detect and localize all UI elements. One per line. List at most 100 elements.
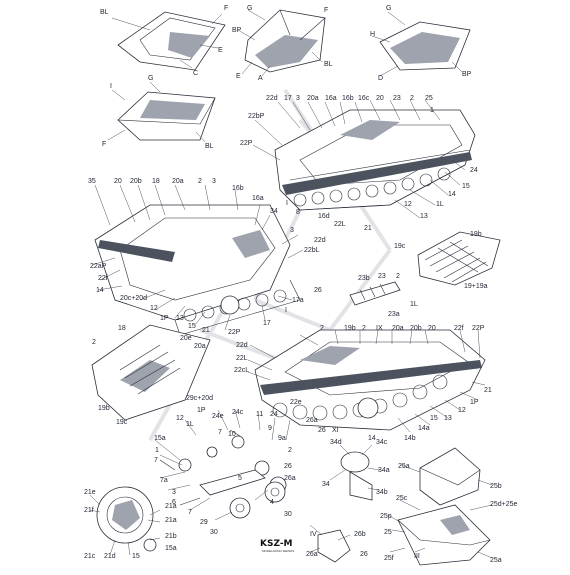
fuel-tank-bottom	[397, 504, 491, 566]
callout-label: 26a	[284, 475, 296, 482]
callout-label: 22d	[236, 342, 248, 349]
callout-label: 23a	[388, 311, 400, 318]
callout-labels: BL F E C G F BP E A BL G H D BP I G F BL…	[84, 5, 518, 564]
tank-assembly-upper-right	[274, 109, 476, 211]
callout-label: 21f	[84, 507, 94, 514]
logo-text: KSZ-M	[260, 539, 293, 549]
callout-label: 6	[172, 499, 176, 506]
callout-label: E	[218, 47, 223, 54]
callout-label: 7	[218, 429, 222, 436]
callout-label: 35	[88, 178, 96, 185]
callout-label: 1L	[410, 301, 418, 308]
callout-label: 13	[444, 415, 452, 422]
callout-label: 3	[212, 178, 216, 185]
callout-label: 21a	[165, 517, 177, 524]
callout-label: E	[236, 73, 241, 80]
callout-label: C	[193, 70, 198, 77]
callout-label: 26	[284, 463, 292, 470]
callout-label: 16b	[232, 185, 244, 192]
callout-label: 11	[256, 411, 263, 418]
callout-label: 16b	[342, 95, 354, 102]
callout-label: 21b	[165, 533, 177, 540]
callout-label: 15a	[154, 435, 166, 442]
callout-label: F	[102, 141, 106, 148]
callout-label: 20	[114, 178, 122, 185]
callout-label: 20a	[172, 178, 184, 185]
callout-label: 22cL	[234, 367, 249, 374]
callout-label: 24	[470, 167, 478, 174]
panel-part-top-right	[371, 11, 471, 77]
callout-label: 34	[322, 481, 330, 488]
callout-label: 9	[268, 425, 272, 432]
callout-label: 3	[290, 227, 294, 234]
callout-label: 14	[96, 287, 104, 294]
callout-label: 18	[118, 325, 126, 332]
callout-label: 21	[484, 387, 492, 394]
callout-label: F	[324, 7, 328, 14]
callout-label: I	[110, 83, 112, 90]
callout-label: 12	[458, 407, 466, 414]
callout-label: G	[148, 75, 153, 82]
callout-label: 25	[425, 95, 433, 102]
callout-label: 26a	[306, 551, 318, 558]
callout-label: 26	[314, 287, 322, 294]
callout-label: 24	[270, 411, 278, 418]
callout-label: 22f	[98, 275, 108, 282]
callout-label: 14b	[404, 435, 416, 442]
callout-label: 7	[188, 509, 192, 516]
callout-label: 17a	[292, 297, 304, 304]
bracket-26-bottom	[317, 529, 351, 563]
callout-label: 29	[200, 519, 208, 526]
callout-label: 16d	[318, 213, 330, 220]
callout-label: 1P	[160, 315, 169, 322]
callout-label: 14a	[418, 425, 430, 432]
callout-label: 1P	[197, 407, 206, 414]
callout-label: 1L	[186, 421, 194, 428]
callout-label: 25d+25e	[490, 501, 518, 508]
callout-label: 3	[296, 95, 300, 102]
callout-label: 22bP	[248, 113, 265, 120]
callout-label: 2	[320, 325, 324, 332]
callout-label: 15a	[165, 545, 177, 552]
callout-label: 22d	[266, 95, 278, 102]
callout-label: 21	[364, 225, 372, 232]
callout-label: 21c	[84, 553, 96, 560]
callout-label: 17	[284, 95, 292, 102]
callout-label: 1	[430, 107, 434, 114]
callout-label: 26	[318, 427, 326, 434]
callout-label: 24e	[212, 413, 224, 420]
tank-assembly-lower-right	[254, 329, 486, 431]
callout-label: 1P	[470, 399, 479, 406]
callout-label: 22d	[314, 237, 326, 244]
callout-label: 4	[270, 499, 274, 506]
callout-label: 10	[228, 431, 236, 438]
callout-label: 15	[430, 415, 438, 422]
callout-label: 19b	[470, 231, 482, 238]
exploded-small-parts	[159, 429, 287, 519]
callout-label: 15	[188, 323, 196, 330]
leader-lines	[89, 99, 493, 559]
callout-label: 22bL	[304, 247, 320, 254]
callout-label: 15	[462, 183, 470, 190]
callout-label: 25f	[384, 555, 394, 562]
callout-label: 16a	[252, 195, 264, 202]
callout-label: 14	[448, 191, 456, 198]
callout-label: 34d	[330, 439, 342, 446]
cupola-part	[340, 451, 373, 501]
callout-label: 20a	[194, 343, 206, 350]
callout-label: 25a	[398, 463, 410, 470]
callout-label: 2	[198, 178, 202, 185]
callout-label: 25p	[380, 513, 392, 520]
callout-label: 2	[362, 325, 366, 332]
callout-label: 2	[288, 447, 292, 454]
callout-label: 29c+20d	[186, 395, 213, 402]
callout-label: 14	[368, 435, 376, 442]
callout-label: 22P	[472, 325, 485, 332]
callout-label: 15	[132, 553, 140, 560]
callout-label: I	[285, 307, 287, 314]
callout-label: 30	[210, 529, 218, 536]
tank-assembly-middle-left	[94, 204, 301, 336]
callout-label: 1L	[436, 201, 444, 208]
callout-label: 3	[172, 489, 176, 496]
